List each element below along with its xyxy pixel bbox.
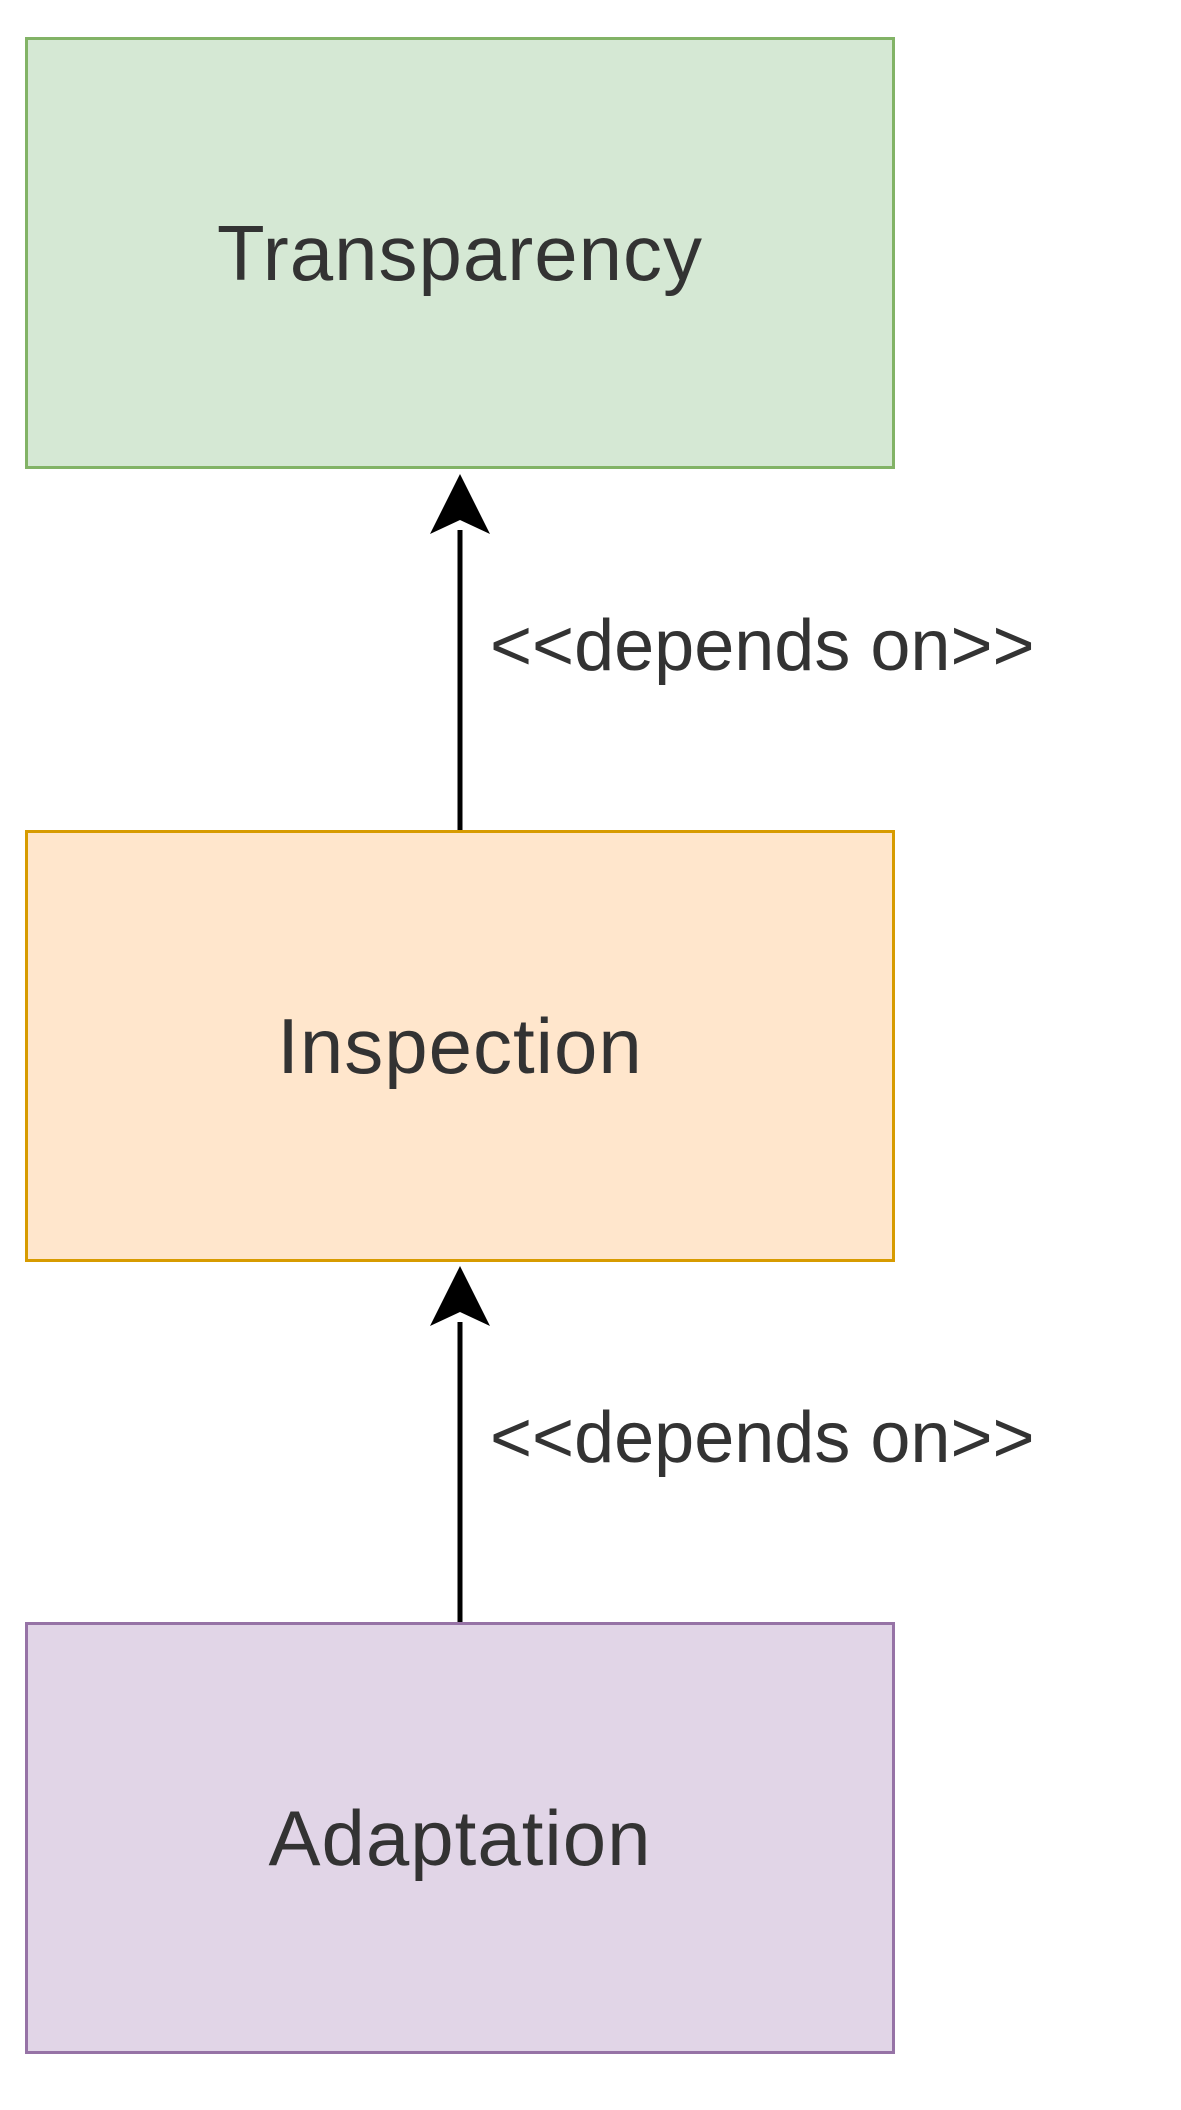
node-label: Inspection: [277, 1001, 643, 1090]
edge-adaptation-to-inspection: [430, 1266, 490, 1622]
node-transparency[interactable]: Transparency: [25, 37, 895, 469]
edge-inspection-to-transparency: [430, 474, 490, 830]
arrowhead-icon: [430, 1266, 490, 1326]
node-inspection[interactable]: Inspection: [25, 830, 895, 1262]
edge-label: <<depends on>>: [490, 1398, 1035, 1478]
node-adaptation[interactable]: Adaptation: [25, 1622, 895, 2054]
arrowhead-icon: [430, 474, 490, 534]
edge-label: <<depends on>>: [490, 606, 1035, 686]
node-label: Transparency: [217, 208, 703, 297]
node-label: Adaptation: [268, 1793, 652, 1882]
